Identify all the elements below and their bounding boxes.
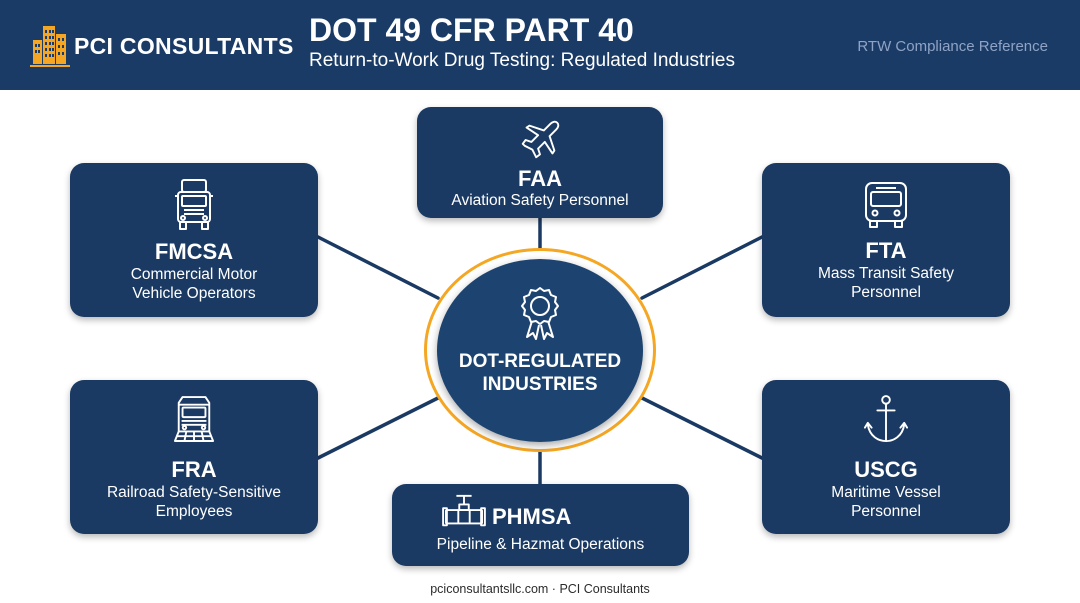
card-desc-line2: Personnel xyxy=(851,503,921,520)
reference-label: RTW Compliance Reference xyxy=(857,38,1048,55)
card-desc-line1: Mass Transit Safety xyxy=(817,265,955,282)
connector-fta xyxy=(640,235,764,300)
connector-uscg xyxy=(640,396,764,460)
industry-card-fta[interactable]: FTA Mass Transit Safety Personnel xyxy=(762,163,1010,317)
card-abbr: PHMSA xyxy=(492,504,572,529)
card-abbr: FAA xyxy=(518,166,562,191)
building-logo-icon xyxy=(30,26,70,67)
connector-fmcsa xyxy=(316,235,440,300)
card-desc-line1: Railroad Safety-Sensitive xyxy=(106,484,282,501)
connector-fra xyxy=(316,396,440,460)
center-label-line2: INDUSTRIES xyxy=(482,374,598,395)
card-desc-line2: Personnel xyxy=(851,284,921,301)
center-hub: DOT-REGULATED INDUSTRIES xyxy=(437,259,643,442)
card-desc-line2: Vehicle Operators xyxy=(132,285,256,302)
bus-icon xyxy=(865,182,907,228)
center-label: DOT-REGULATED INDUSTRIES xyxy=(437,350,643,396)
card-abbr: USCG xyxy=(854,457,918,482)
anchor-icon xyxy=(863,395,909,443)
card-desc-line1: Aviation Safety Personnel xyxy=(451,192,629,209)
footer-credit: pciconsultantsllc.com · PCI Consultants xyxy=(430,582,650,596)
card-desc-line1: Pipeline & Hazmat Operations xyxy=(436,536,645,553)
award-ribbon-icon xyxy=(521,287,559,340)
card-abbr: FMCSA xyxy=(154,239,234,264)
center-label-line1: DOT-REGULATED xyxy=(458,351,622,372)
airplane-icon xyxy=(521,120,560,159)
industry-card-fmcsa[interactable]: FMCSA Commercial Motor Vehicle Operators xyxy=(70,163,318,317)
page-title: DOT 49 CFR PART 40 xyxy=(309,12,634,48)
card-desc-line2: Employees xyxy=(155,503,233,520)
brand-name: PCI CONSULTANTS xyxy=(74,33,294,59)
pipeline-valve-icon xyxy=(442,494,486,527)
industry-card-phmsa[interactable]: PHMSA Pipeline & Hazmat Operations xyxy=(392,484,689,566)
train-icon xyxy=(173,396,215,442)
card-abbr: FTA xyxy=(865,238,907,263)
industry-card-faa[interactable]: FAA Aviation Safety Personnel xyxy=(417,107,663,218)
header-bar: PCI CONSULTANTS DOT 49 CFR PART 40 Retur… xyxy=(0,0,1080,90)
card-desc-line1: Maritime Vessel xyxy=(831,484,941,501)
industry-card-fra[interactable]: FRA Railroad Safety-Sensitive Employees xyxy=(70,380,318,534)
industry-card-uscg[interactable]: USCG Maritime Vessel Personnel xyxy=(762,380,1010,534)
card-desc-line1: Commercial Motor xyxy=(130,266,258,283)
truck-icon xyxy=(175,179,213,230)
page-subtitle: Return-to-Work Drug Testing: Regulated I… xyxy=(309,50,735,71)
card-abbr: FRA xyxy=(171,457,217,482)
